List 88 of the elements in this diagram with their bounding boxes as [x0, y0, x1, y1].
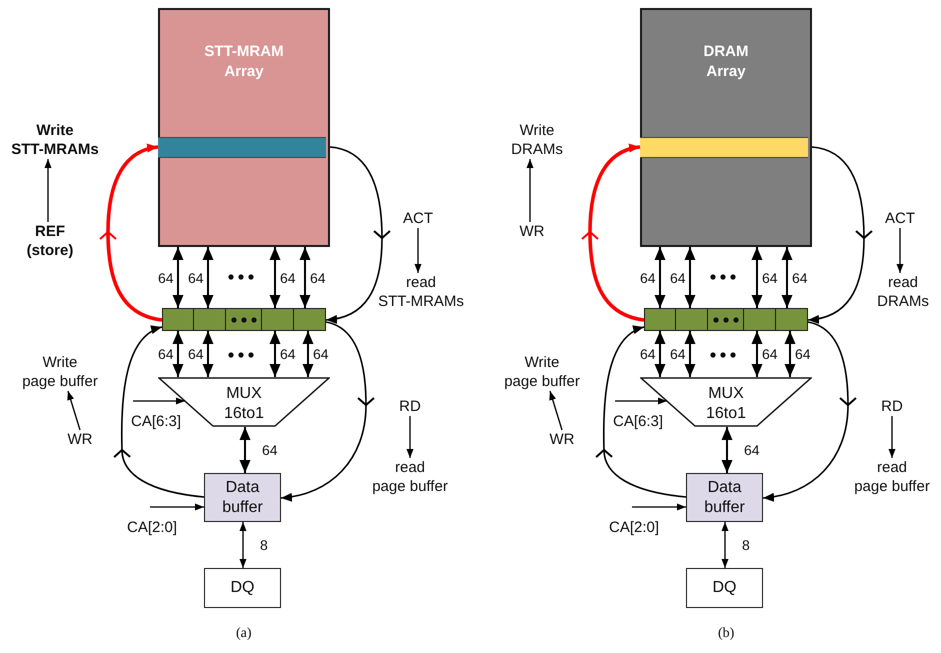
annotation-text: WR — [544, 430, 580, 449]
annotation-text: ACT — [877, 209, 923, 228]
arrow — [684, 247, 696, 308]
array-label: STT-MRAM Array — [203, 42, 285, 82]
edge-label: 64 — [640, 346, 656, 362]
arrow — [752, 331, 762, 377]
arrow — [202, 247, 214, 308]
arrow — [150, 504, 204, 510]
arrow — [752, 247, 762, 308]
curved-arrow — [581, 144, 644, 322]
annotation-text: RD — [872, 397, 912, 416]
arrow — [44, 159, 52, 222]
arrow — [888, 416, 896, 458]
arrow — [67, 390, 81, 430]
signal-label: CA[6:3] — [131, 412, 182, 431]
edge-label: 64 — [262, 442, 278, 458]
arrow — [133, 398, 185, 404]
arrow — [300, 247, 310, 308]
curved-arrow — [114, 325, 204, 498]
arrow — [782, 247, 792, 308]
annotation-text: Write STT-MRAMs — [0, 121, 110, 159]
arrow — [172, 331, 184, 377]
page-buffer — [644, 308, 808, 331]
arrow — [722, 427, 732, 473]
page-buffer — [162, 308, 326, 331]
block-box: Data buffer — [204, 473, 281, 522]
edge-label: 8 — [260, 537, 268, 553]
annotation-text: Write DRAMs — [482, 121, 592, 159]
arrow — [654, 331, 666, 377]
annotation-text: REF (store) — [5, 222, 95, 260]
edge-label: 64 — [762, 346, 778, 362]
signal-label: CA[2:0] — [609, 518, 660, 537]
annotation-text: read page buffer — [358, 458, 462, 496]
memory-array — [158, 8, 330, 247]
edge-label: 64 — [280, 346, 296, 362]
arrow — [654, 247, 666, 308]
arrow — [270, 331, 280, 377]
annotation-text: Write page buffer — [5, 353, 115, 391]
arrow — [240, 427, 250, 473]
edge-label: 64 — [158, 346, 174, 362]
arrow — [526, 159, 534, 222]
edge-label: 64 — [188, 346, 204, 362]
edge-label: 64 — [313, 346, 329, 362]
arrow — [302, 331, 314, 377]
arrow — [722, 522, 728, 568]
edge-label: 8 — [742, 537, 750, 553]
annotation-text: read DRAMs — [844, 273, 941, 311]
arrow — [632, 504, 686, 510]
row-band — [158, 137, 326, 158]
annotation-text: RD — [390, 397, 430, 416]
signal-label: CA[6:3] — [613, 412, 664, 431]
annotation-text: read page buffer — [840, 458, 941, 496]
edge-label: 64 — [795, 346, 811, 362]
block-box: DQ — [204, 568, 281, 608]
arrow — [684, 331, 696, 377]
arrow — [615, 398, 667, 404]
annotation-text: WR — [62, 430, 98, 449]
memory-array — [640, 8, 812, 247]
curved-arrow — [280, 321, 375, 502]
annotation-text: WR — [487, 222, 577, 260]
annotation-text: Write page buffer — [487, 353, 597, 391]
mux-label: MUX 16to1 — [706, 384, 746, 424]
arrow — [172, 247, 184, 308]
curved-arrow — [596, 325, 686, 498]
signal-label: CA[2:0] — [127, 518, 178, 537]
block-box: DQ — [686, 568, 763, 608]
edge-label: 64 — [670, 346, 686, 362]
panel-caption: (a) — [236, 625, 252, 643]
edge-label: 64 — [744, 442, 760, 458]
arrow — [240, 522, 246, 568]
arrow — [202, 331, 214, 377]
arrow — [896, 228, 904, 273]
curved-arrow — [808, 146, 873, 324]
annotation-text: ACT — [395, 209, 441, 228]
arrow — [784, 331, 796, 377]
block-box: Data buffer — [686, 473, 763, 522]
curved-arrow — [762, 321, 857, 502]
arrow — [414, 228, 422, 273]
row-band — [640, 137, 808, 158]
annotation-text: read STT-MRAMs — [362, 273, 480, 311]
panel-caption: (b) — [718, 625, 734, 643]
curved-arrow — [99, 144, 162, 322]
array-label: DRAM Array — [702, 42, 750, 82]
arrow — [549, 390, 563, 430]
curved-arrow — [326, 146, 391, 324]
mux-label: MUX 16to1 — [224, 384, 264, 424]
arrow — [270, 247, 280, 308]
arrow — [406, 416, 414, 458]
